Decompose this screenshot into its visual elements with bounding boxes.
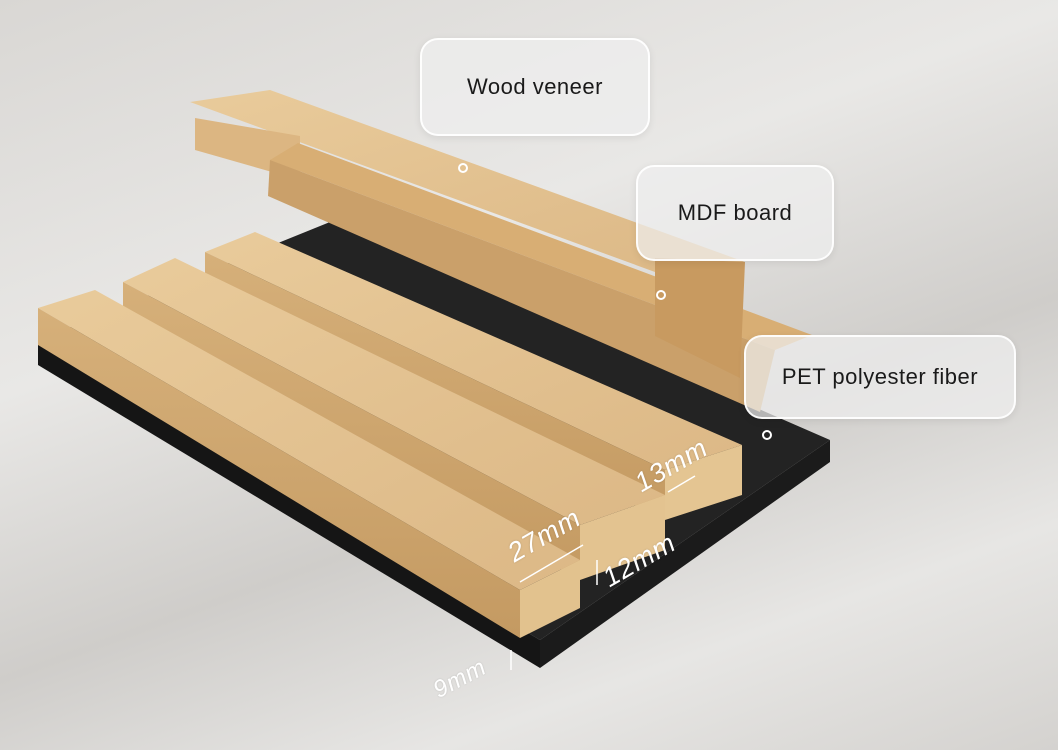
label-pet-fiber: PET polyester fiber	[781, 364, 979, 389]
label-wood-veneer: Wood veneer	[467, 74, 603, 99]
callout-pet-fiber: PET polyester fiber	[744, 335, 1016, 419]
callout-mdf-board: MDF board	[636, 165, 834, 261]
label-mdf-board: MDF board	[677, 200, 793, 225]
mdf-board	[268, 143, 812, 412]
wood-slat-front	[38, 290, 580, 638]
callout-pointers	[458, 163, 772, 440]
callout-wood-veneer: Wood veneer	[420, 38, 650, 136]
dimension-lines	[510, 475, 696, 670]
